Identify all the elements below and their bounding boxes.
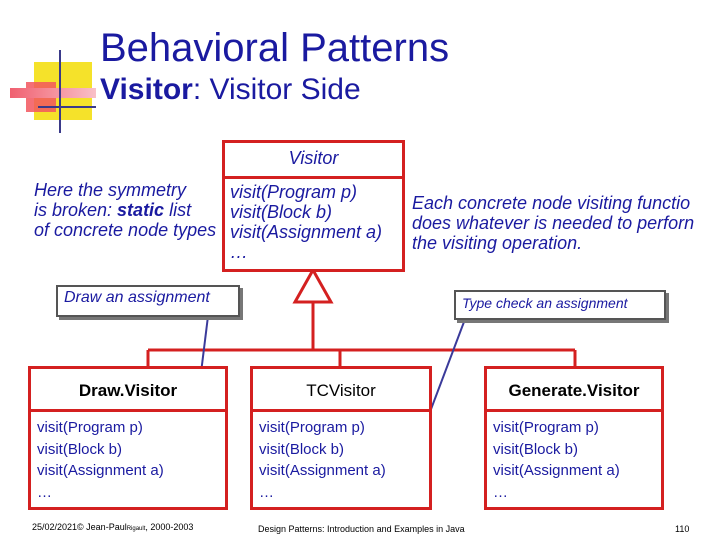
class-method: visit(Program p) xyxy=(493,419,599,436)
class-method: visit(Program p) xyxy=(37,419,143,436)
class-name: Generate.Visitor xyxy=(508,381,640,400)
visitor-divider xyxy=(225,176,402,179)
visitor-method: … xyxy=(230,242,248,262)
logo-red-bar xyxy=(10,88,96,98)
right-note-line1: Each concrete node visiting functio xyxy=(412,193,691,213)
generate-visitor-class: Generate.Visitor visit(Program p) visit(… xyxy=(484,366,664,510)
footer-date-author: 25/02/2021© Jean-Paul xyxy=(32,522,127,532)
class-method: visit(Assignment a) xyxy=(259,462,386,479)
left-note: Here the symmetry is broken: static list… xyxy=(34,180,216,240)
right-note: Each concrete node visiting functio does… xyxy=(412,193,694,253)
left-note-text: is broken: xyxy=(34,200,118,220)
class-method: visit(Program p) xyxy=(259,419,365,436)
class-method: … xyxy=(259,483,274,501)
left-note-text: list xyxy=(164,200,192,220)
class-name: Draw.Visitor xyxy=(78,381,178,400)
draw-visitor-class: Draw.Visitor visit(Program p) visit(Bloc… xyxy=(28,366,228,510)
inheritance-triangle xyxy=(292,266,334,304)
visitor-class: Visitor visit(Program p) visit(Block b) … xyxy=(222,140,405,272)
right-note-line2: does whatever is needed to perforn xyxy=(412,213,695,233)
footer-years: , 2000-2003 xyxy=(145,522,194,532)
logo-horizontal-line xyxy=(38,106,96,108)
class-divider xyxy=(487,409,661,412)
class-method: … xyxy=(37,483,52,501)
corner-logo xyxy=(0,0,100,135)
subtitle-bold: Visitor xyxy=(100,73,193,106)
callout-type-check: Type check an assignment xyxy=(454,290,666,320)
class-methods: visit(Program p) visit(Block b) visit(As… xyxy=(37,417,164,503)
right-note-line3: the visiting operation. xyxy=(412,233,583,253)
left-note-line2: is broken: static list xyxy=(34,200,216,220)
logo-vertical-line xyxy=(59,50,61,133)
class-method: visit(Block b) xyxy=(493,440,579,458)
footer-center: Design Patterns: Introduction and Exampl… xyxy=(258,524,465,534)
class-divider xyxy=(31,409,225,412)
class-method: visit(Assignment a) xyxy=(493,462,620,479)
visitor-methods: visit(Program p) visit(Block b) visit(As… xyxy=(230,182,382,262)
left-note-line1: Here the symmetry xyxy=(34,180,187,200)
class-divider xyxy=(253,409,429,412)
visitor-method: visit(Program p) xyxy=(230,182,358,202)
visitor-method: visit(Assignment a) xyxy=(230,222,383,242)
visitor-name: Visitor xyxy=(288,148,339,168)
footer-page-number: 110 xyxy=(675,524,690,534)
class-name: TCVisitor xyxy=(306,381,376,400)
class-method: visit(Block b) xyxy=(259,440,345,458)
callout-draw-assignment: Draw an assignment xyxy=(56,285,240,317)
class-method: visit(Block b) xyxy=(37,440,123,458)
left-note-line3: of concrete node types xyxy=(34,220,217,240)
left-note-static: static xyxy=(117,200,165,220)
class-methods: visit(Program p) visit(Block b) visit(As… xyxy=(259,417,386,503)
footer-author-small: Rigault xyxy=(126,526,146,532)
class-methods: visit(Program p) visit(Block b) visit(As… xyxy=(493,417,620,503)
class-method: visit(Assignment a) xyxy=(37,462,164,479)
visitor-method: visit(Block b) xyxy=(230,202,333,222)
footer-left: 25/02/2021© Jean-PaulRigault, 2000-2003 xyxy=(32,522,193,532)
page-title: Behavioral Patterns xyxy=(100,26,450,70)
tc-visitor-class: TCVisitor visit(Program p) visit(Block b… xyxy=(250,366,432,510)
class-method: … xyxy=(493,483,508,501)
page-subtitle: Visitor: Visitor Side xyxy=(100,73,361,107)
subtitle-rest: : Visitor Side xyxy=(192,73,361,106)
